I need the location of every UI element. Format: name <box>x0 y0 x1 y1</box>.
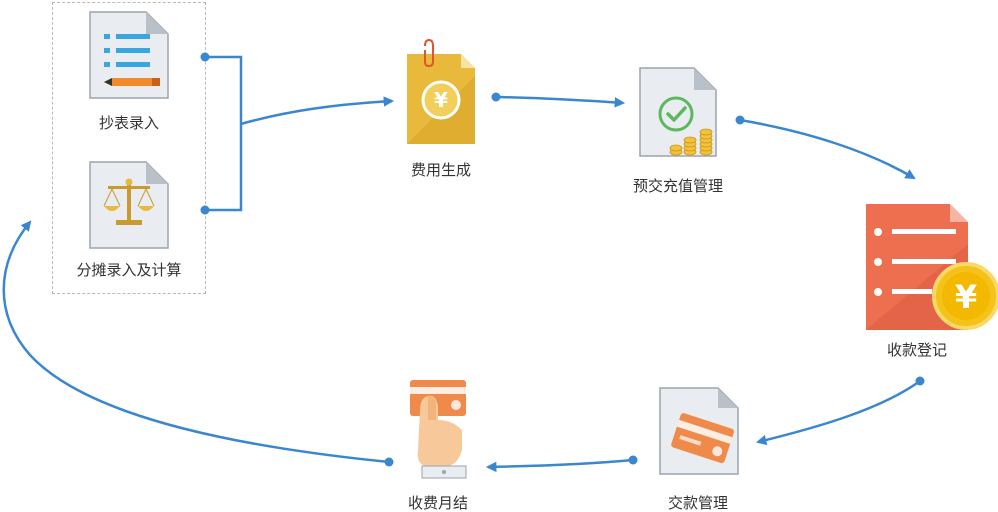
step-label-payment-registration: 收款登记 <box>886 341 948 359</box>
step-label-prepayment-management: 预交充值管理 <box>632 177 724 195</box>
arrow-to-payment-management <box>755 379 921 446</box>
svg-text:¥: ¥ <box>434 88 448 112</box>
document-list-yen-coin-icon: ¥ <box>866 204 998 330</box>
step-label-meter-entry: 抄表录入 <box>98 114 160 132</box>
document-card-icon <box>659 387 739 475</box>
step-label-allocation-entry: 分摊录入及计算 <box>76 261 182 279</box>
document-yen-icon: ¥ <box>407 38 475 144</box>
arrow-to-monthly-settlement <box>485 458 634 473</box>
step-label-monthly-settlement: 收费月结 <box>407 494 469 512</box>
document-list-icon <box>89 11 169 99</box>
arrow-to-payment-registration <box>739 118 916 180</box>
svg-text:¥: ¥ <box>955 278 977 316</box>
step-label-payment-management: 交款管理 <box>667 494 729 512</box>
arrow-loop-to-entry <box>2 220 390 464</box>
step-label-fee-generation: 费用生成 <box>410 161 472 179</box>
connectors <box>2 52 925 473</box>
document-scales-icon <box>89 161 169 249</box>
entry-group-box <box>52 2 206 294</box>
arrow-to-fee-generation <box>240 96 395 126</box>
arrow-to-prepayment <box>495 95 626 108</box>
entry-bracket-line <box>205 55 243 212</box>
document-check-coins-icon <box>639 67 717 157</box>
hand-card-icon <box>410 380 467 479</box>
